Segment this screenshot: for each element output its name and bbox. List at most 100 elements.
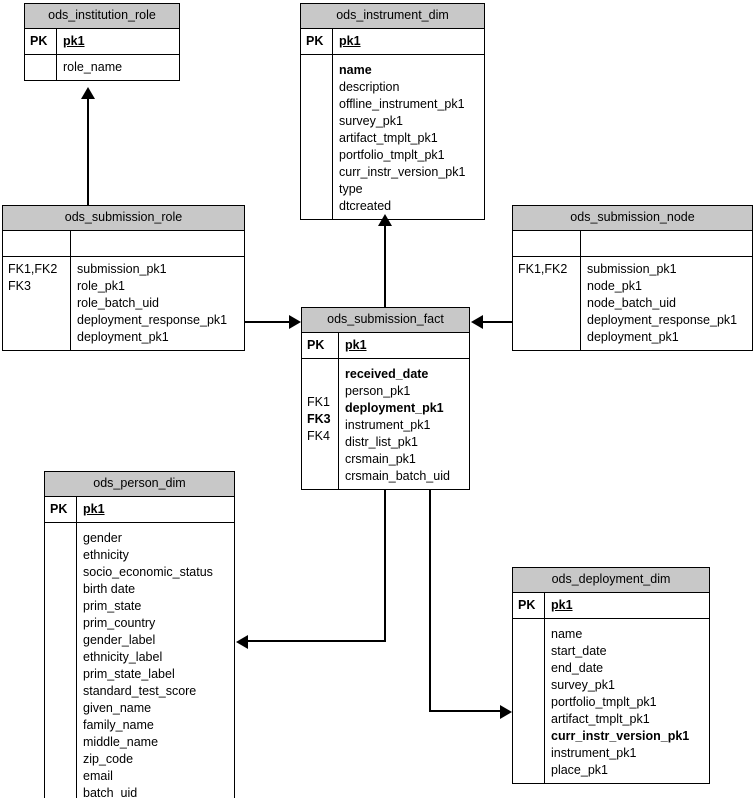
field-row: node_pk1 <box>587 279 642 293</box>
field-row: name <box>339 63 372 77</box>
pk-section: PK pk1 <box>45 497 234 522</box>
entity-title: ods_instrument_dim <box>301 4 484 29</box>
field-row: place_pk1 <box>551 763 608 777</box>
field-row: distr_list_pk1 <box>345 435 418 449</box>
pk-field: pk1 <box>63 34 85 48</box>
field-row: crsmain_batch_uid <box>345 469 450 483</box>
key-label-pk: PK <box>50 502 68 516</box>
entity-title: ods_person_dim <box>45 472 234 497</box>
field-row: deployment_response_pk1 <box>587 313 738 327</box>
field-row: gender_label <box>83 633 156 647</box>
field-row: family_name <box>83 718 154 732</box>
field-row: submission_pk1 <box>587 262 677 276</box>
field-row: artifact_tmplt_pk1 <box>551 712 650 726</box>
connector-fact-to-person-vertical <box>384 490 386 642</box>
key-label-pk: PK <box>307 338 325 352</box>
field-row: deployment_response_pk1 <box>77 313 228 327</box>
field-row: curr_instr_version_pk1 <box>551 729 690 743</box>
field-row: email <box>83 769 113 783</box>
entity-ods-institution-role[interactable]: ods_institution_role PK pk1 role_name <box>24 3 180 81</box>
field-row: offline_instrument_pk1 <box>339 97 465 111</box>
entity-ods-instrument-dim[interactable]: ods_instrument_dim PK pk1 name descripti… <box>300 3 485 220</box>
field-row: role_name <box>63 60 123 74</box>
connector-fact-to-deployment-vertical <box>429 490 431 712</box>
field-row: role_batch_uid <box>77 296 160 310</box>
entity-title: ods_submission_fact <box>302 308 469 333</box>
field-row: role_pk1 <box>77 279 125 293</box>
field-row: received_date <box>345 367 429 381</box>
pk-section: PK pk1 <box>25 29 179 54</box>
connector-fact-to-instrument <box>384 226 386 307</box>
field-row: prim_country <box>83 616 156 630</box>
fk-label: FK3 <box>307 412 331 426</box>
field-row: prim_state_label <box>83 667 175 681</box>
pk-section <box>3 231 244 256</box>
field-row: ethnicity <box>83 548 129 562</box>
key-spacer <box>30 59 52 76</box>
field-section: FK1,FK2 FK3 submission_pk1 role_pk1 role… <box>3 256 244 350</box>
field-row: instrument_pk1 <box>345 418 431 432</box>
field-row: dtcreated <box>339 199 392 213</box>
connector-role-to-institution <box>87 98 89 205</box>
field-section: name description offline_instrument_pk1 … <box>301 54 484 219</box>
pk-field: pk1 <box>339 34 361 48</box>
field-row: curr_instr_version_pk1 <box>339 165 466 179</box>
entity-title: ods_deployment_dim <box>513 568 709 593</box>
field-row: name <box>551 627 583 641</box>
field-row: gender <box>83 531 122 545</box>
field-row: birth date <box>83 582 136 596</box>
key-label-pk: PK <box>306 34 324 48</box>
field-row: standard_test_score <box>83 684 197 698</box>
arrowhead-fact-to-person <box>236 635 248 649</box>
entity-ods-submission-fact[interactable]: ods_submission_fact PK pk1 FK1 FK3 FK4 r… <box>301 307 470 490</box>
entity-title: ods_submission_role <box>3 206 244 231</box>
entity-title: ods_institution_role <box>25 4 179 29</box>
field-row: given_name <box>83 701 152 715</box>
connector-node-to-fact <box>483 321 513 323</box>
field-row: socio_economic_status <box>83 565 213 579</box>
field-row: batch_uid <box>83 786 138 798</box>
field-row: person_pk1 <box>345 384 411 398</box>
field-row: start_date <box>551 644 607 658</box>
pk-field: pk1 <box>345 338 367 352</box>
field-section: FK1,FK2 submission_pk1 node_pk1 node_bat… <box>513 256 752 350</box>
fk-label: FK4 <box>307 429 330 443</box>
pk-field: pk1 <box>83 502 105 516</box>
field-row: crsmain_pk1 <box>345 452 416 466</box>
pk-field-empty <box>77 235 240 252</box>
field-row: submission_pk1 <box>77 262 167 276</box>
arrowhead-fact-to-deployment <box>500 705 512 719</box>
field-row: description <box>339 80 400 94</box>
field-section: name start_date end_date survey_pk1 port… <box>513 618 709 783</box>
connector-role-to-fact <box>245 321 290 323</box>
field-row: deployment_pk1 <box>587 330 679 344</box>
field-row: node_batch_uid <box>587 296 676 310</box>
pk-section: PK pk1 <box>301 29 484 54</box>
key-label-pk: PK <box>518 598 536 612</box>
arrowhead-node-to-fact <box>471 315 483 329</box>
field-row: instrument_pk1 <box>551 746 637 760</box>
pk-section: PK pk1 <box>513 593 709 618</box>
arrowhead-role-to-fact <box>289 315 301 329</box>
field-row: portfolio_tmplt_pk1 <box>339 148 445 162</box>
key-label-pk: PK <box>30 34 48 48</box>
arrowhead-role-to-institution <box>81 87 95 99</box>
field-section: gender ethnicity socio_economic_status b… <box>45 522 234 798</box>
fk-label: FK1 <box>307 395 330 409</box>
entity-ods-deployment-dim[interactable]: ods_deployment_dim PK pk1 name start_dat… <box>512 567 710 784</box>
arrowhead-fact-to-instrument <box>378 214 392 226</box>
field-section: FK1 FK3 FK4 received_date person_pk1 dep… <box>302 358 469 489</box>
field-row: prim_state <box>83 599 142 613</box>
field-row: end_date <box>551 661 604 675</box>
entity-ods-person-dim[interactable]: ods_person_dim PK pk1 gender ethnicity s… <box>44 471 235 798</box>
connector-fact-to-deployment-horizontal <box>429 710 501 712</box>
entity-ods-submission-node[interactable]: ods_submission_node FK1,FK2 submission_p… <box>512 205 753 351</box>
field-row: survey_pk1 <box>339 114 403 128</box>
pk-field: pk1 <box>551 598 573 612</box>
fk-label: FK1,FK2 <box>518 262 568 276</box>
field-row: zip_code <box>83 752 134 766</box>
field-section: role_name <box>25 54 179 80</box>
fk-label: FK1,FK2 <box>8 262 58 276</box>
connector-fact-to-person-horizontal <box>248 640 386 642</box>
entity-ods-submission-role[interactable]: ods_submission_role FK1,FK2 FK3 submissi… <box>2 205 245 351</box>
